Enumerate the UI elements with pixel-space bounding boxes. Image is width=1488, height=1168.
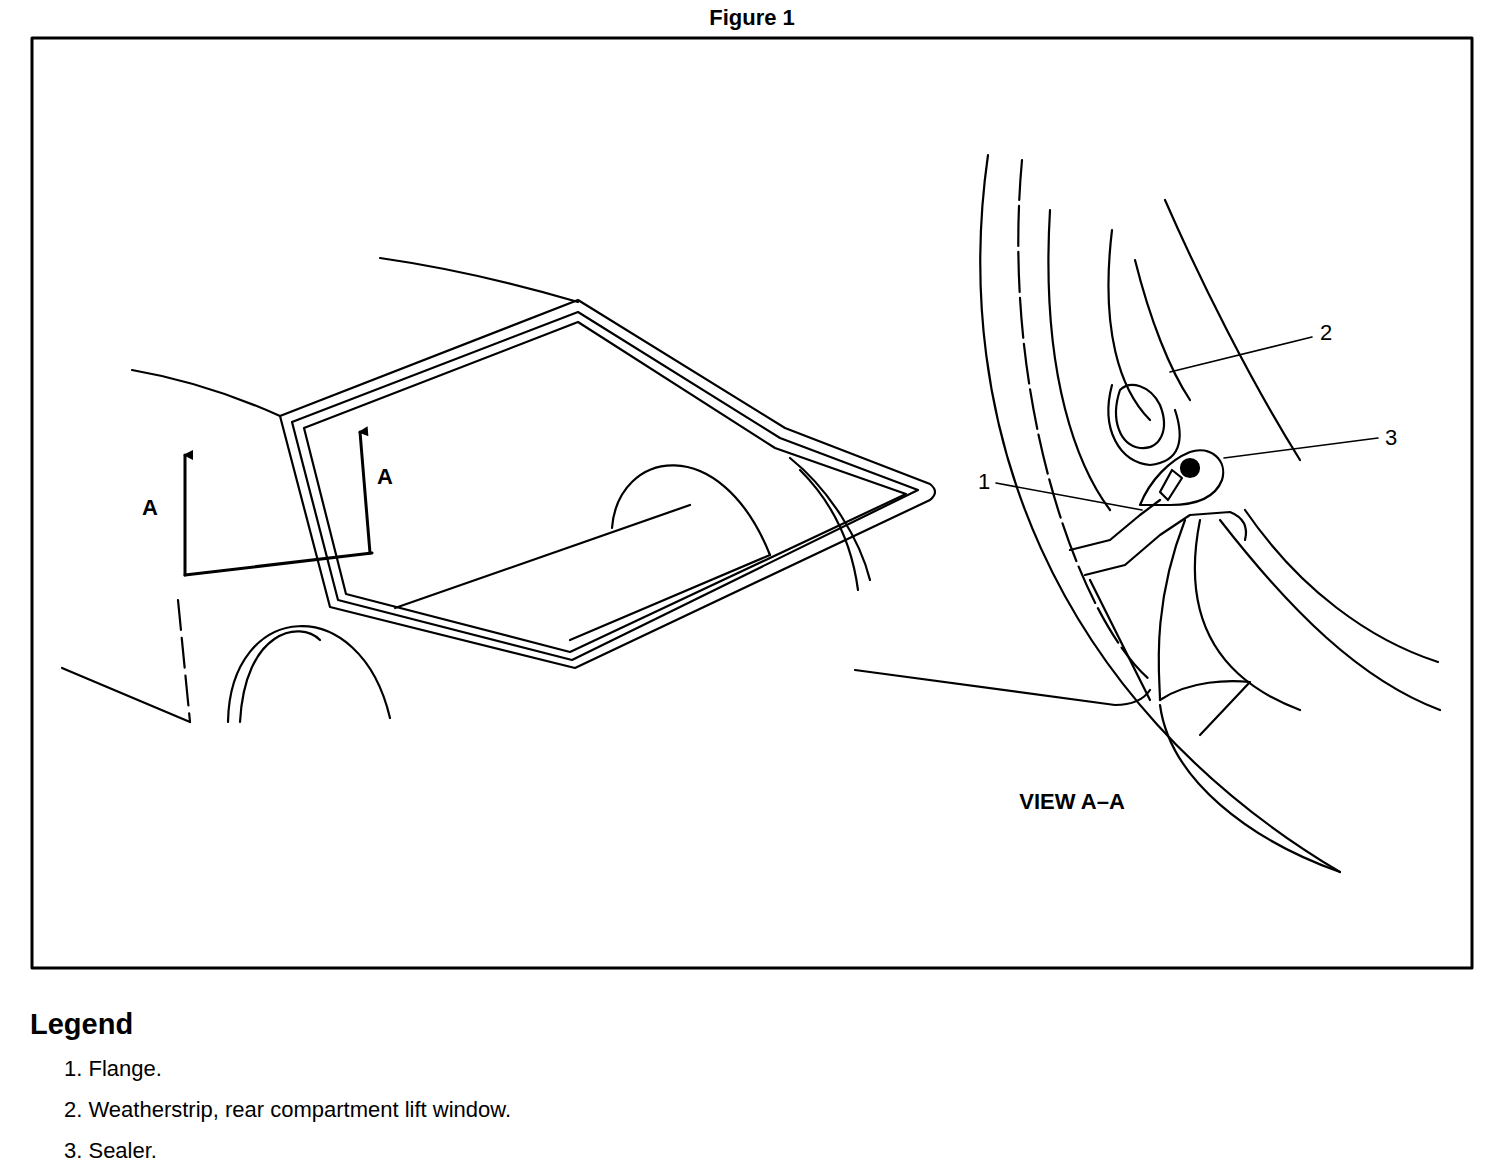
sealer-bead bbox=[1181, 459, 1199, 477]
section-letter: A bbox=[377, 465, 393, 489]
legend-entry: 2. Weatherstrip, rear compartment lift w… bbox=[64, 1098, 511, 1122]
section-arrows bbox=[185, 432, 372, 575]
figure-frame bbox=[32, 38, 1472, 968]
view-label: VIEW A–A bbox=[1019, 790, 1125, 814]
callout-number: 3 bbox=[1385, 426, 1397, 450]
section-letter: A bbox=[142, 496, 158, 520]
figure-title: Figure 1 bbox=[709, 6, 795, 30]
legend-heading: Legend bbox=[30, 1009, 133, 1041]
callout-number: 1 bbox=[978, 470, 990, 494]
legend-entry: 3. Sealer. bbox=[64, 1139, 157, 1163]
leader-lines bbox=[996, 337, 1378, 510]
legend-entry: 1. Flange. bbox=[64, 1057, 162, 1081]
callout-number: 2 bbox=[1320, 321, 1332, 345]
section-view bbox=[855, 155, 1440, 872]
car-body bbox=[62, 258, 935, 722]
weatherstrip-bulb bbox=[1116, 385, 1164, 448]
